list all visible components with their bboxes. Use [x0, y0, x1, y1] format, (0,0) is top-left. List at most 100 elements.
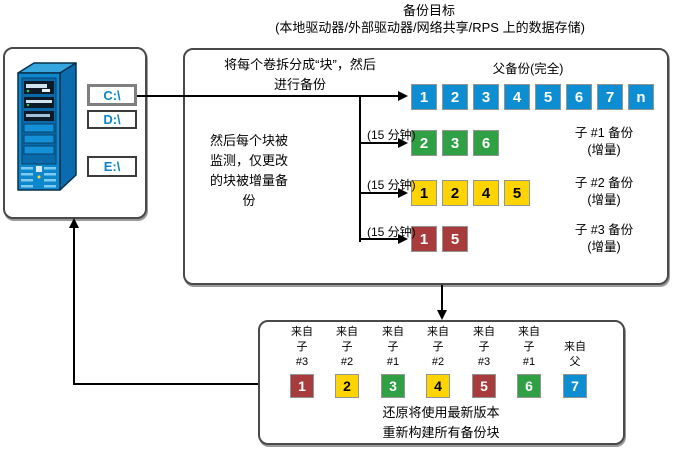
child3-label-line2: (增量): [587, 240, 621, 254]
restore-source-line: 来自: [427, 326, 449, 338]
restore-source-line: 子: [523, 341, 535, 353]
restore-to-server-vline: [73, 227, 75, 385]
child2-label-line2: (增量): [587, 193, 621, 207]
restore-source-line: #2: [340, 356, 354, 368]
restore-source-line: 来自: [518, 326, 540, 338]
restore-caption: 还原将使用最新版本 重新构建所有备份块: [291, 403, 591, 443]
restore-column-2: 来自子 #2 2: [317, 326, 377, 398]
child2-backup-label: 子 #2 备份 (增量): [549, 175, 659, 209]
monitor-blocks-text: 然后每个块被监测，仅更改的块被增量备份: [199, 131, 299, 211]
main-to-restore-line: [441, 285, 443, 313]
restore-source-line: 子: [478, 341, 490, 353]
restore-source-line: 子: [432, 341, 444, 353]
split-text-line2: 进行备份: [273, 77, 326, 92]
restore-column-4: 来自子 #2 4: [408, 326, 468, 398]
backup-block-3: 3: [381, 374, 405, 398]
backup-block-4: 4: [504, 84, 530, 110]
restore-caption-line1: 还原将使用最新版本: [382, 405, 500, 420]
backup-block-7: 7: [597, 84, 623, 110]
restore-source-label: 来自子 #2: [408, 325, 468, 370]
restore-source-label: 来自子 #3: [272, 325, 332, 370]
restore-source-line: 来自: [382, 326, 404, 338]
child1-backup-label: 子 #1 备份 (增量): [549, 125, 659, 159]
backup-block-5: 5: [504, 180, 530, 206]
monitor-text-line: 然后每个块被: [209, 133, 288, 148]
drive-e-label: E:\: [87, 156, 137, 177]
restore-source-line: 子: [387, 341, 399, 353]
backup-block-7: 7: [563, 374, 587, 398]
server-arrowhead-icon: [69, 218, 79, 228]
child2-branch-line: [360, 192, 398, 194]
backup-block-1: 1: [411, 226, 437, 252]
restore-source-line: 子: [341, 341, 353, 353]
backup-block-2: 2: [411, 130, 437, 156]
child1-arrowhead-icon: [398, 138, 408, 148]
backup-block-2: 2: [442, 180, 468, 206]
drive-c-label: C:\: [87, 84, 137, 106]
restore-source-line: #1: [386, 356, 400, 368]
split-into-blocks-text: 将每个卷拆分成“块”，然后 进行备份: [196, 55, 404, 95]
backup-block-3: 3: [473, 84, 499, 110]
backup-block-1: 1: [411, 180, 437, 206]
monitor-text-line: 的块被增量备: [209, 173, 288, 188]
restore-source-label: 来自父: [545, 340, 605, 370]
restore-source-label: 来自子 #3: [454, 325, 514, 370]
backup-block-2: 2: [442, 84, 468, 110]
restore-source-line: #3: [477, 356, 491, 368]
backup-block-5: 5: [535, 84, 561, 110]
backup-block-n: n: [628, 84, 654, 110]
drive-to-parent-line: [137, 95, 399, 97]
child3-arrowhead-icon: [398, 234, 408, 244]
restore-source-line: #2: [431, 356, 445, 368]
backup-block-4: 4: [473, 180, 499, 206]
monitor-text-line: 份: [242, 193, 256, 208]
child1-label-line1: 子 #1 备份: [574, 126, 634, 140]
server-tower-icon: [17, 62, 77, 191]
split-text-line1: 将每个卷拆分成“块”，然后: [224, 57, 376, 72]
restore-source-line: 来自: [473, 326, 495, 338]
backup-block-2: 2: [335, 374, 359, 398]
backup-block-6: 6: [566, 84, 592, 110]
restore-source-line: #3: [295, 356, 309, 368]
drive-d-label: D:\: [87, 110, 137, 129]
backup-block-1: 1: [411, 84, 437, 110]
restore-source-line: 来自: [336, 326, 358, 338]
child2-label-line1: 子 #2 备份: [574, 176, 634, 190]
restore-source-label: 来自子#1: [499, 325, 559, 370]
child3-label-line1: 子 #3 备份: [574, 223, 634, 237]
restore-source-line: 来自: [291, 326, 313, 338]
parent-backup-label: 父备份(完全): [492, 62, 564, 76]
backup-block-5: 5: [472, 374, 496, 398]
backup-block-4: 4: [426, 374, 450, 398]
restore-source-line: 子: [296, 341, 308, 353]
branch-vertical-line: [359, 95, 361, 242]
restore-arrowhead-icon: [437, 310, 447, 320]
child1-label-line2: (增量): [587, 143, 621, 157]
child3-branch-line: [360, 238, 398, 240]
child1-branch-line: [360, 142, 398, 144]
restore-caption-line2: 重新构建所有备份块: [382, 425, 500, 440]
restore-source-label: 来自子 #1: [363, 325, 423, 370]
restore-source-line: 来自: [564, 341, 586, 353]
interval-label-2: (15 分钟): [367, 178, 416, 192]
restore-column-3: 来自子 #1 3: [363, 326, 423, 398]
diagram-subtitle: (本地驱动器/外部驱动器/网络共享/RPS 上的数据存储): [275, 20, 585, 35]
backup-block-6: 6: [517, 374, 541, 398]
restore-source-label: 来自子 #2: [317, 325, 377, 370]
child3-backup-label: 子 #3 备份 (增量): [549, 222, 659, 256]
interval-label-1: (15 分钟): [367, 128, 416, 142]
restore-column-5: 来自子 #3 5: [454, 326, 514, 398]
child2-arrowhead-icon: [398, 188, 408, 198]
backup-block-5: 5: [442, 226, 468, 252]
restore-to-server-hline: [74, 383, 258, 385]
restore-column-7: 来自父 7: [545, 341, 605, 398]
parent-arrowhead-icon: [398, 91, 408, 101]
backup-block-3: 3: [442, 130, 468, 156]
